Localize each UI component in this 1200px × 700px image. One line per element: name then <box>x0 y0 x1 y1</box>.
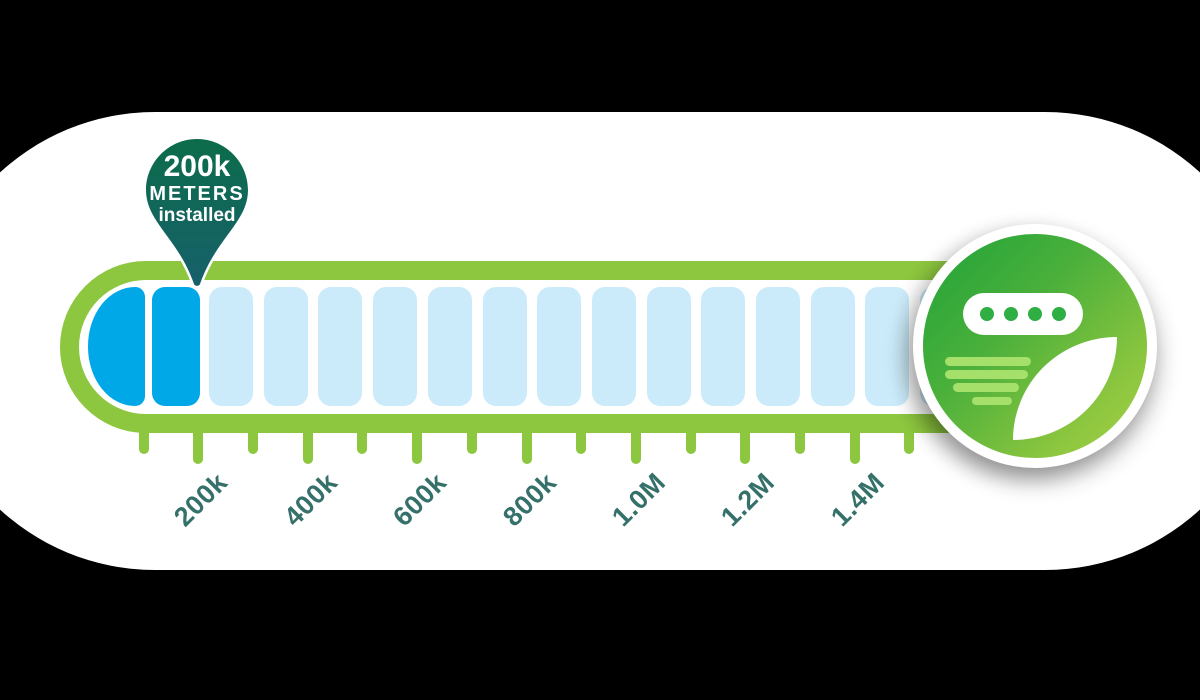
minor-tick <box>685 426 696 454</box>
minor-tick <box>357 426 368 454</box>
major-tick <box>630 426 641 464</box>
meter-dot-icon <box>980 307 994 321</box>
minor-tick <box>466 426 477 454</box>
segment-filled <box>152 287 200 406</box>
major-tick <box>193 426 204 464</box>
segment-empty <box>373 287 418 406</box>
segment-empty <box>263 287 308 406</box>
minor-tick <box>904 426 915 454</box>
segment-empty <box>427 287 472 406</box>
meter-line-icon <box>972 397 1012 405</box>
segment-filled <box>88 287 145 406</box>
segment-empty <box>591 287 636 406</box>
meter-dot-icon <box>1052 307 1066 321</box>
segment-empty <box>318 287 363 406</box>
smart-meter-badge <box>913 224 1157 468</box>
meter-display-icon <box>963 293 1083 335</box>
marker-unit-label: METERS <box>149 183 245 205</box>
segment-empty <box>701 287 746 406</box>
segment-empty <box>810 287 855 406</box>
major-tick <box>521 426 532 464</box>
segment-empty <box>209 287 253 406</box>
segment-empty <box>756 287 800 406</box>
value-marker-pin: 200k METERS installed <box>142 134 252 296</box>
location-pin-icon <box>143 136 251 289</box>
segment-empty <box>646 287 691 406</box>
leaf-icon <box>1013 337 1117 440</box>
marker-status-label: installed <box>158 205 236 226</box>
minor-tick <box>138 426 149 454</box>
marker-text: 200k METERS installed <box>142 134 252 227</box>
meter-line-icon <box>953 383 1019 392</box>
segment-empty <box>537 287 582 406</box>
segment-empty <box>865 287 910 406</box>
minor-tick <box>576 426 587 454</box>
meter-dot-icon <box>1028 307 1042 321</box>
minor-tick <box>248 426 258 454</box>
marker-value: 200k <box>163 150 231 183</box>
major-tick <box>849 426 860 464</box>
major-tick <box>740 426 751 464</box>
smart-meter-leaf-icon <box>923 234 1147 458</box>
major-tick <box>412 426 423 464</box>
major-tick <box>302 426 313 464</box>
meter-line-icon <box>945 357 1031 366</box>
meter-dot-icon <box>1004 307 1018 321</box>
meter-line-icon <box>945 370 1028 379</box>
segment-empty <box>482 287 527 406</box>
minor-tick <box>795 426 805 454</box>
